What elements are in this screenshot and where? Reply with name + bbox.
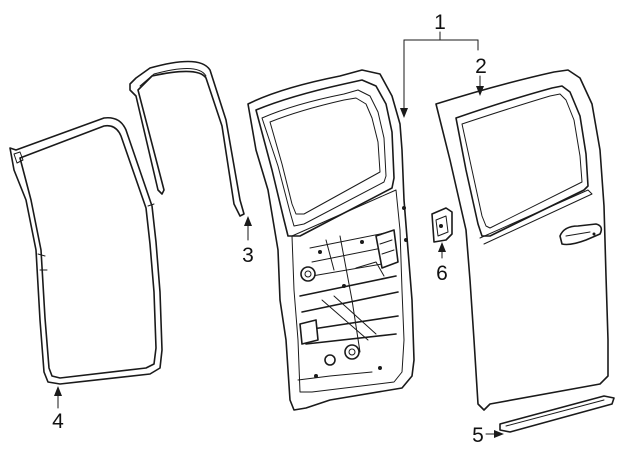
- door-skin-part-2: [435, 69, 609, 411]
- callout-1: 1: [434, 11, 446, 34]
- leader-lines: [54, 31, 504, 438]
- door-shell-part-1: [247, 69, 415, 411]
- window-channel-part-3: [129, 60, 245, 217]
- callout-6: 6: [436, 262, 448, 285]
- molding-strip-part-5: [499, 395, 615, 433]
- bracket-part-6: [431, 207, 453, 243]
- callout-2: 2: [475, 55, 487, 78]
- callout-4: 4: [52, 410, 64, 433]
- callout-3: 3: [242, 244, 254, 267]
- door-weatherstrip-part-4: [9, 116, 163, 385]
- callout-5: 5: [472, 424, 484, 447]
